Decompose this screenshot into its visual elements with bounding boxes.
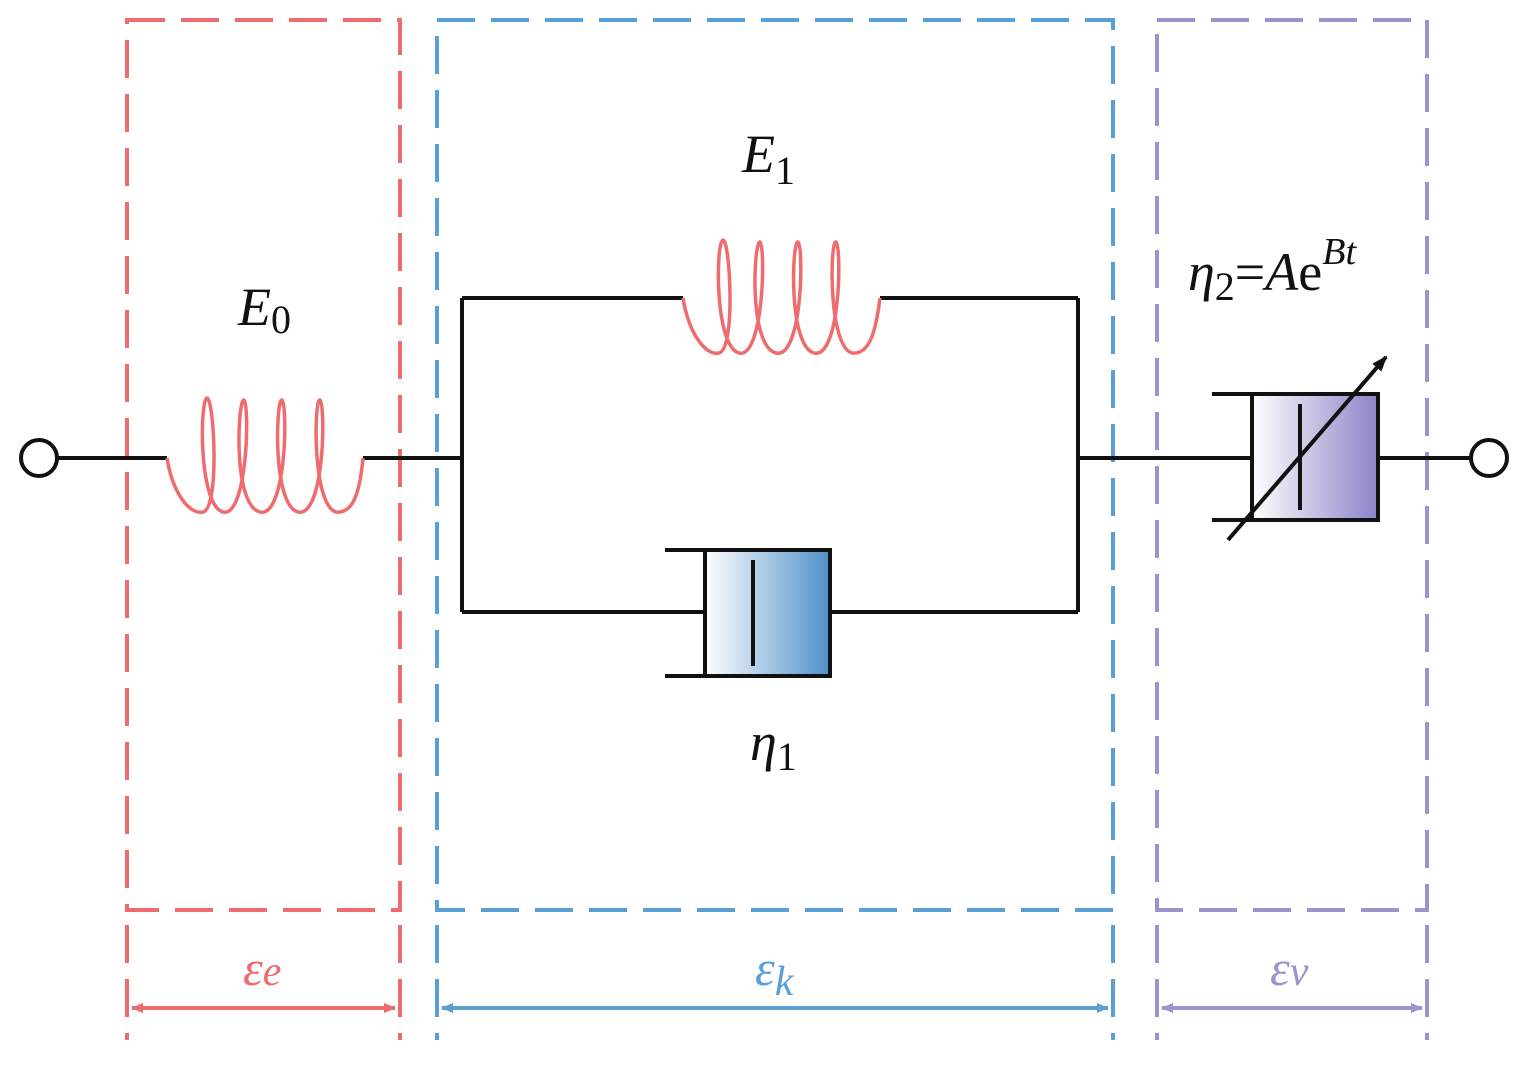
label-strain-viscous: εv (1270, 940, 1309, 996)
left-terminal (19, 438, 59, 478)
kelvin-group-box (435, 18, 1115, 912)
label-e1: E1 (741, 124, 795, 193)
variable-arrow (1226, 355, 1388, 542)
dashpot-eta2 (1212, 355, 1388, 542)
spring-e0 (165, 396, 365, 514)
main-wire (58, 296, 1470, 614)
dashpot-eta1 (665, 548, 832, 678)
label-eta2-equation: η2=AeBt (1188, 231, 1357, 309)
label-e0: E0 (237, 277, 291, 342)
spring-e1 (681, 238, 882, 355)
dimension-extension-lines (125, 925, 1429, 1040)
label-strain-elastic: εe (243, 940, 281, 996)
elastic-group-box (125, 18, 402, 912)
label-eta1: η1 (750, 712, 797, 779)
right-terminal (1469, 438, 1509, 478)
viscous-group-box (1155, 18, 1429, 912)
label-strain-kelvin: εk (755, 940, 795, 1005)
